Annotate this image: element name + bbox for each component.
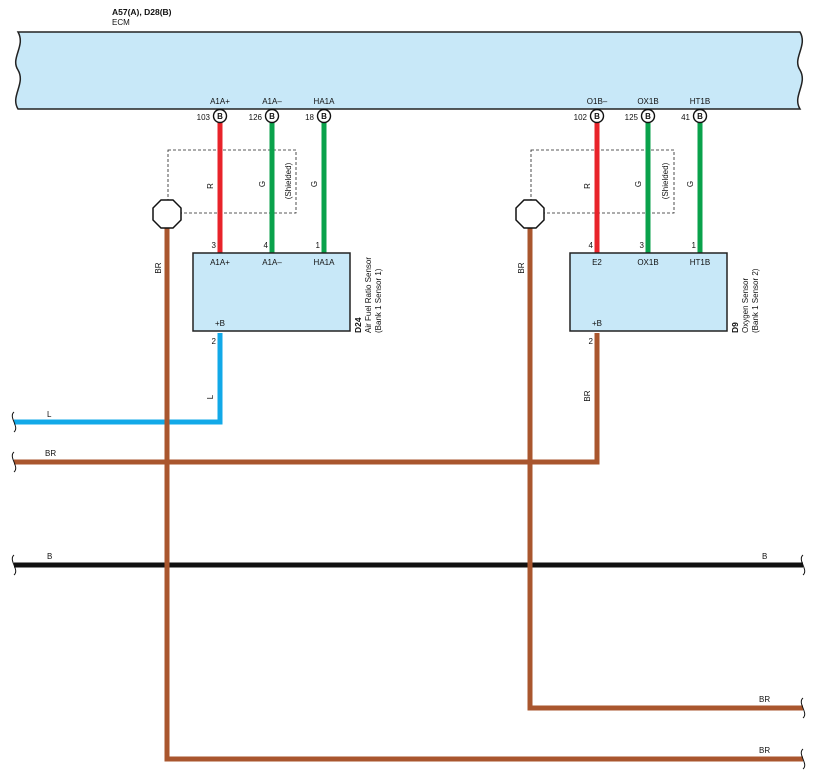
ecm-terminal-label: HA1A [314,97,336,106]
sensor2-pin-label: OX1B [637,258,658,267]
sensor2-pin-number: 4 [589,241,594,250]
wire-label-brown: BR [45,449,56,458]
ecm-terminal-label: A1A+ [210,97,230,106]
sensor2-plus-b-pin: 2 [589,337,594,346]
break-mark [800,554,806,576]
ecm-pin-number: 126 [249,113,263,122]
wire-blue-l [14,333,223,425]
sensor1-pin-number: 3 [212,241,217,250]
ecm-terminal-label: HT1B [690,97,710,106]
sensor2-pin-label: HT1B [690,258,710,267]
wire-brown-br-upper [14,333,600,465]
sensor1-plus-b-pin: 2 [212,337,217,346]
ecm-terminal-label: OX1B [637,97,658,106]
wire-label-green: G [258,181,267,187]
shield-box-2 [530,149,675,214]
wire-label-shielded: (Shielded) [284,162,293,199]
sensor1-name: Air Fuel Ratio Sensor [364,257,373,333]
sensor2-pin-number: 3 [640,241,645,250]
ecm-block [15,31,803,110]
sensor2-pin-label: E2 [592,258,602,267]
ecm-terminal-label: O1B– [587,97,608,106]
sensor2-pin-number: 1 [692,241,697,250]
ecm-connector-letter: B [269,112,275,121]
sensor2-ref: D9 [730,322,740,333]
ecm-pin-number: 102 [574,113,588,122]
ecm-connector-letter: B [594,112,600,121]
sensor1-pin-label: A1A+ [210,258,230,267]
sensor2-plus-b: +B [592,319,602,328]
ecm-pin-number: 18 [305,113,314,122]
ecm-connector-letter: B [645,112,651,121]
shield-box-1 [167,149,297,214]
wire-label-brown: BR [154,262,163,273]
wire-label-green: G [634,181,643,187]
wire-label-brown: BR [759,695,770,704]
wire-label-brown: BR [517,262,526,273]
break-mark [11,554,17,576]
wire-label-blue: L [47,410,52,419]
shield-ground-icon [152,199,182,229]
sensor2-box [569,252,728,332]
wire-label-brown: BR [583,390,592,401]
wire-label-red: R [583,183,592,189]
wire-brown-shield2 [527,225,803,711]
ecm-terminal-label: A1A– [262,97,282,106]
wire-brown-shield1 [164,225,803,762]
wire-label-black: B [762,552,767,561]
wire-label-blue: L [206,394,215,399]
break-mark [11,411,17,433]
wire-label-red: R [206,183,215,189]
wire-label-brown: BR [759,746,770,755]
ecm-name: ECM [112,18,130,27]
break-mark [800,697,806,719]
sensor1-pin-label: A1A– [262,258,282,267]
wire-label-green: G [686,181,695,187]
ecm-pin-number: 103 [197,113,211,122]
ecm-connector-title: A57(A), D28(B) [112,7,172,17]
sensor2-name: Oxygen Sensor [741,278,750,333]
sensor1-plus-b: +B [215,319,225,328]
wire-label-black: B [47,552,52,561]
break-mark [800,748,806,770]
ecm-connector-letter: B [321,112,327,121]
ecm-pin-number: 41 [681,113,690,122]
sensor1-position: (Bank 1 Sensor 1) [374,268,383,333]
ecm-terminal-circles [212,108,708,124]
ecm-connector-letter: B [217,112,223,121]
shield-ground-icon [515,199,545,229]
wire-label-shielded: (Shielded) [661,162,670,199]
ecm-pin-number: 125 [625,113,639,122]
sensor1-box [192,252,351,332]
sensor1-pin-number: 4 [264,241,269,250]
sensor1-pin-number: 1 [316,241,321,250]
ecm-connector-letter: B [697,112,703,121]
wire-label-green: G [310,181,319,187]
break-mark [11,451,17,473]
sensor1-pin-label: HA1A [314,258,336,267]
sensor2-position: (Bank 1 Sensor 2) [751,268,760,333]
sensor1-ref: D24 [353,317,363,333]
